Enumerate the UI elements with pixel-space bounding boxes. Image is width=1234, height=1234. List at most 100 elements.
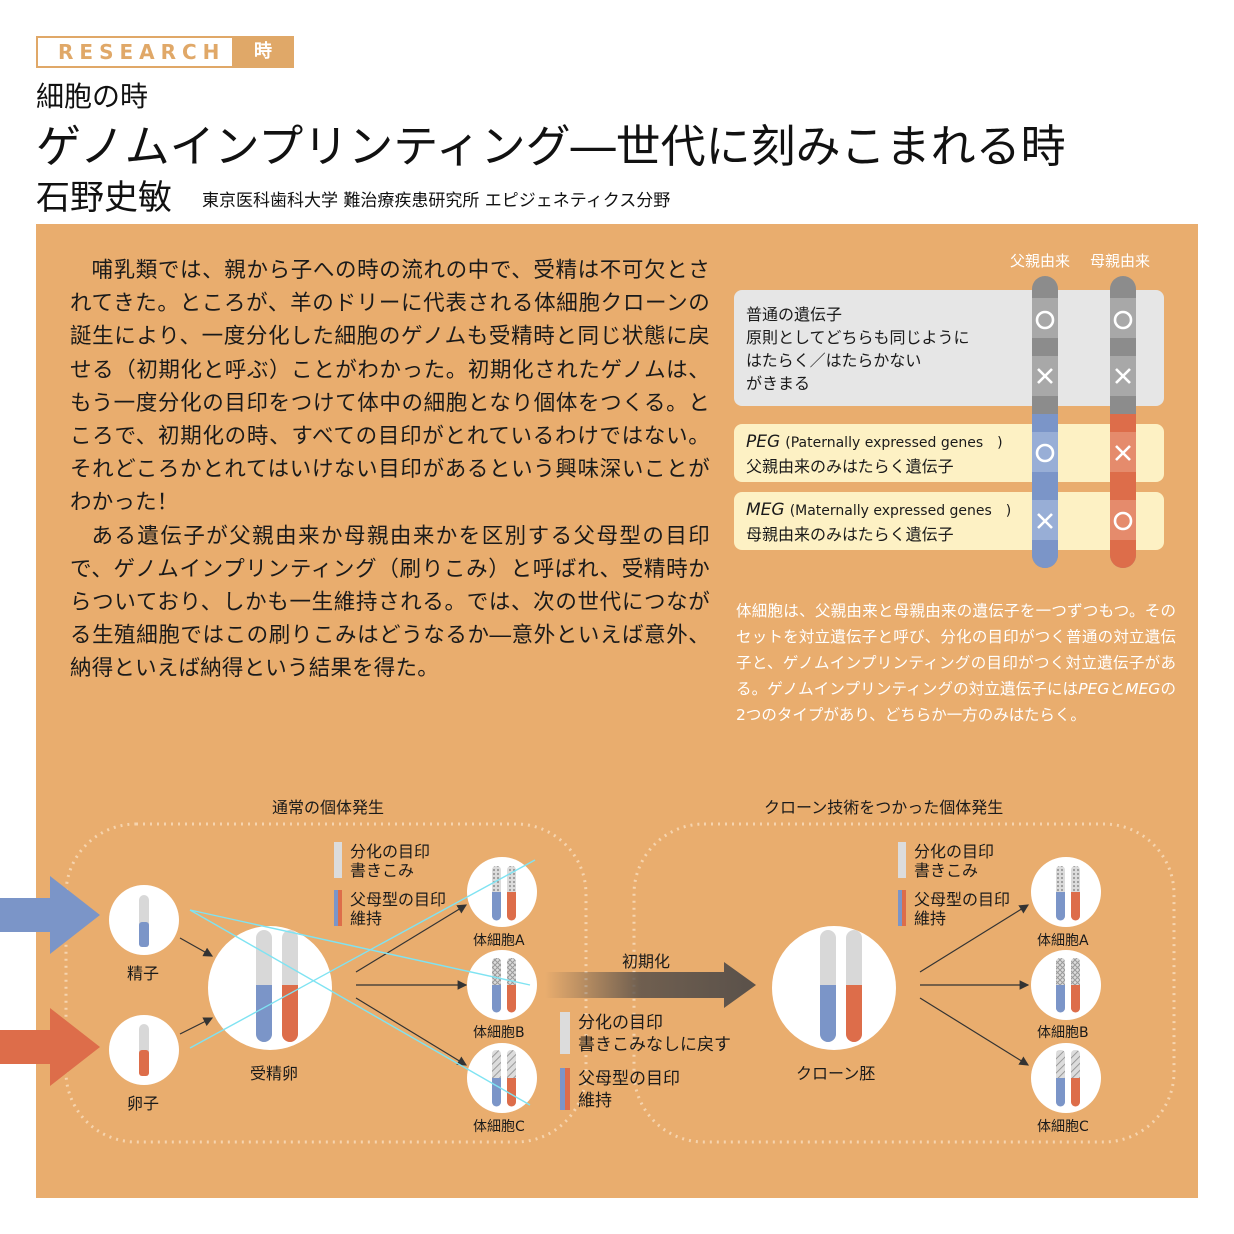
paternal-band-1 <box>1032 298 1058 338</box>
meg-text: MEG (Maternally expressed genes ) 母親由来のみ… <box>746 498 1011 546</box>
author-affiliation: 東京医科歯科大学 難治療疾患研究所 エピジェネティクス分野 <box>202 191 671 211</box>
legend-diff-right-2: 書きこみ <box>914 861 979 880</box>
legend-imp-right-1: 父母型の目印 <box>914 890 1011 909</box>
legend-diff-bar-right <box>898 842 906 878</box>
reprogramming-label: 初期化 <box>622 952 671 971</box>
legend-imp-right: 父母型の目印 維持 <box>914 890 1010 928</box>
meg-box <box>734 492 1164 550</box>
legend-imp-bar-red <box>338 890 342 926</box>
legend-imp-bar-blue <box>334 890 338 926</box>
cell-b-right <box>1031 950 1101 1020</box>
cell-a-right-label: 体細胞A <box>1037 933 1089 949</box>
cell-b-right-label: 体細胞B <box>1037 1025 1089 1041</box>
normal-gene-desc-3: がきまる <box>746 374 811 393</box>
keep-label-2: 維持 <box>578 1091 612 1111</box>
clone-paternal-mark <box>820 985 836 1042</box>
clone-embryo-label: クローン胚 <box>796 1064 876 1083</box>
peg-term: PEG <box>746 432 781 452</box>
reset-label-1: 分化の目印 <box>578 1013 663 1033</box>
caption-part-2: の2つのタイプがあり、どちらか一方のみはたらく。 <box>736 680 1176 724</box>
keep-label: 父母型の目印 維持 <box>578 1068 680 1112</box>
cell-b-left <box>467 950 537 1020</box>
keep-imp-bar-red <box>565 1068 570 1110</box>
clone-to-cell-a-arrow <box>919 904 1030 973</box>
paternal-on-icon <box>1035 310 1055 330</box>
meg-paternal-off-icon <box>1037 513 1053 529</box>
maternal-band-1 <box>1110 298 1136 338</box>
author-name: 石野史敏 <box>36 178 172 218</box>
legend-imp-bar-blue-right <box>898 890 902 926</box>
article-body: 哺乳類では、親から子への時の流れの中で、受精は不可欠とされてきた。ところが、羊の… <box>70 254 710 686</box>
reset-diff-bar <box>560 1012 570 1054</box>
legend-imp-left-1: 父母型の目印 <box>350 890 447 909</box>
egg-to-zygote-arrow <box>179 1017 214 1035</box>
cell-a-right <box>1031 857 1101 927</box>
paternal-input-arrow <box>0 876 100 954</box>
zygote-maternal-mark <box>282 985 298 1042</box>
legend-diff-right-1: 分化の目印 <box>914 842 995 861</box>
normal-development-outline <box>64 822 588 1144</box>
maternal-on-icon <box>1113 310 1133 330</box>
normal-gene-text: 普通の遺伝子 原則としてどちらも同じように はたらく／はたらかない がきまる <box>746 303 970 395</box>
caption-meg: MEG <box>1125 680 1161 698</box>
legend-diff-left-1: 分化の目印 <box>350 842 431 861</box>
cell-c-right <box>1031 1043 1101 1113</box>
legend-diff-bar <box>334 842 342 878</box>
paternal-label: 父親由来 <box>1010 252 1071 270</box>
figure-caption: 体細胞は、父親由来と母親由来の遺伝子を一つずつもつ。そのセットを対立遺伝子と呼び… <box>736 598 1176 728</box>
maternal-chromosome <box>1110 276 1136 568</box>
legend-imp-right-2: 維持 <box>914 909 947 928</box>
cell-c-left <box>467 1043 537 1113</box>
cell-c-left-label: 体細胞C <box>473 1119 525 1135</box>
peg-paternal-on-icon <box>1035 443 1055 463</box>
zygote-label: 受精卵 <box>250 1064 299 1083</box>
caption-to: と <box>1109 680 1126 698</box>
research-badge-kanji: 時 <box>232 36 294 68</box>
sperm-to-zygote-arrow <box>179 937 214 957</box>
normal-development-title: 通常の個体発生 <box>272 798 385 817</box>
legend-diff-right: 分化の目印 書きこみ <box>914 842 994 880</box>
sperm-chromosome-mark <box>139 922 149 947</box>
cell-c-right-label: 体細胞C <box>1037 1119 1089 1135</box>
zygote-paternal-mark <box>256 985 272 1042</box>
normal-gene-desc-2: はたらく／はたらかない <box>746 351 922 370</box>
cyan-lines <box>189 859 536 1106</box>
series-title: 細胞の時 <box>36 80 149 113</box>
research-badge-label: RESEARCH <box>58 40 226 64</box>
paternal-off-icon <box>1037 368 1053 384</box>
normal-gene-box <box>734 290 1164 406</box>
legend-imp-bar-red-right <box>902 890 906 926</box>
sperm-label: 精子 <box>127 964 160 983</box>
maternal-input-arrow <box>0 1008 100 1086</box>
peg-text: PEG (Paternally expressed genes ) 父親由来のみ… <box>746 430 1003 478</box>
caption-peg: PEG <box>1078 680 1110 698</box>
meg-english: (Maternally expressed genes ) <box>789 503 1012 519</box>
legend-imp-left-2: 維持 <box>350 909 383 928</box>
egg-chromosome-mark <box>139 1050 149 1076</box>
reset-label: 分化の目印 書きこみなしに戻す <box>578 1012 731 1056</box>
reset-label-2: 書きこみなしに戻す <box>578 1035 731 1055</box>
clone-development-title: クローン技術をつかった個体発生 <box>764 798 1004 817</box>
caption-part-1: 体細胞は、父親由来と母親由来の遺伝子を一つずつもつ。そのセットを対立遺伝子と呼び… <box>736 602 1176 698</box>
meg-desc: 母親由来のみはたらく遺伝子 <box>746 525 954 544</box>
clone-maternal-mark <box>846 985 862 1042</box>
cell-a-left-label: 体細胞A <box>473 933 525 949</box>
maternal-label: 母親由来 <box>1090 252 1151 270</box>
cell-b-left-label: 体細胞B <box>473 1025 525 1041</box>
meg-term: MEG <box>746 500 785 520</box>
legend-diff-left-2: 書きこみ <box>350 861 415 880</box>
article-paragraph-1: 哺乳類では、親から子への時の流れの中で、受精は不可欠とされてきた。ところが、羊の… <box>70 258 710 516</box>
paternal-chromosome <box>1032 276 1058 568</box>
zygote-to-cell-c-arrow <box>355 997 468 1066</box>
peg-box <box>734 424 1164 482</box>
normal-gene-title: 普通の遺伝子 <box>746 305 843 324</box>
peg-maternal-off-icon <box>1115 445 1131 461</box>
keep-imp-bar-blue <box>560 1068 565 1110</box>
legend-diff-left: 分化の目印 書きこみ <box>350 842 430 880</box>
keep-label-1: 父母型の目印 <box>578 1069 680 1089</box>
reprogramming-arrow <box>545 962 756 1008</box>
page-title: ゲノムインプリンティング―世代に刻みこまれる時 <box>36 120 1066 173</box>
legend-imp-left: 父母型の目印 維持 <box>350 890 446 928</box>
zygote-to-cell-a-arrow <box>355 904 468 973</box>
